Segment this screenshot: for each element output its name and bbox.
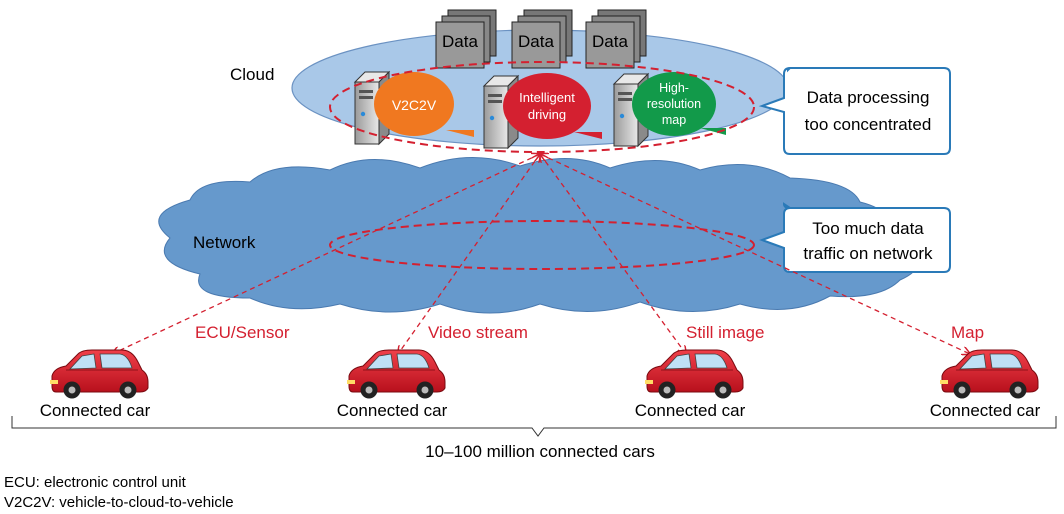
flow-arrows xyxy=(112,154,970,354)
callout-network-line-2: traffic on network xyxy=(803,244,933,263)
callout-data-processing: Data processing too concentrated xyxy=(758,66,951,155)
callout-network-line-1: Too much data xyxy=(812,219,924,238)
data-box-label-3: Data xyxy=(592,32,628,51)
connected-car-3 xyxy=(644,349,744,399)
flow-arrow-video xyxy=(398,154,540,354)
fleet-size-label: 10–100 million connected cars xyxy=(425,442,655,461)
flow-label-map: Map xyxy=(951,323,984,342)
flow-label-still-image: Still image xyxy=(686,323,764,342)
network-label: Network xyxy=(193,233,256,252)
fleet-bracket xyxy=(11,416,1057,437)
service-v2c2v-line-1: V2C2V xyxy=(392,97,437,113)
service-map-line-1: High- xyxy=(659,81,689,95)
flow-arrow-ecu xyxy=(112,154,540,354)
flow-label-ecu-sensor: ECU/Sensor xyxy=(195,323,290,342)
service-bubble-hd-map: High- resolution map xyxy=(632,72,726,136)
flow-label-video-stream: Video stream xyxy=(428,323,528,342)
service-driving-line-1: Intelligent xyxy=(519,90,575,105)
connected-car-2 xyxy=(346,349,446,399)
flow-arrow-map xyxy=(540,154,970,354)
service-map-line-2: resolution xyxy=(647,97,701,111)
car-label-3: Connected car xyxy=(635,401,746,420)
callout-data-processing-line-2: too concentrated xyxy=(805,115,932,134)
callout-network-traffic: Too much data traffic on network xyxy=(759,202,951,273)
service-map-line-3: map xyxy=(662,113,686,127)
service-bubble-v2c2v: V2C2V xyxy=(374,72,474,137)
cloud-label: Cloud xyxy=(230,65,274,84)
footnote-v2c2v: V2C2V: vehicle-to-cloud-to-vehicle xyxy=(4,494,234,511)
data-box-label-1: Data xyxy=(442,32,478,51)
callout-data-processing-line-1: Data processing xyxy=(807,88,930,107)
footnote-ecu: ECU: electronic control unit xyxy=(4,474,187,491)
car-label-4: Connected car xyxy=(930,401,1041,420)
connected-car-1 xyxy=(49,349,149,399)
service-driving-line-2: driving xyxy=(528,107,566,122)
car-label-1: Connected car xyxy=(40,401,151,420)
service-bubble-intelligent-driving: Intelligent driving xyxy=(503,73,602,139)
car-label-2: Connected car xyxy=(337,401,448,420)
data-box-label-2: Data xyxy=(518,32,554,51)
connected-car-4 xyxy=(939,349,1039,399)
